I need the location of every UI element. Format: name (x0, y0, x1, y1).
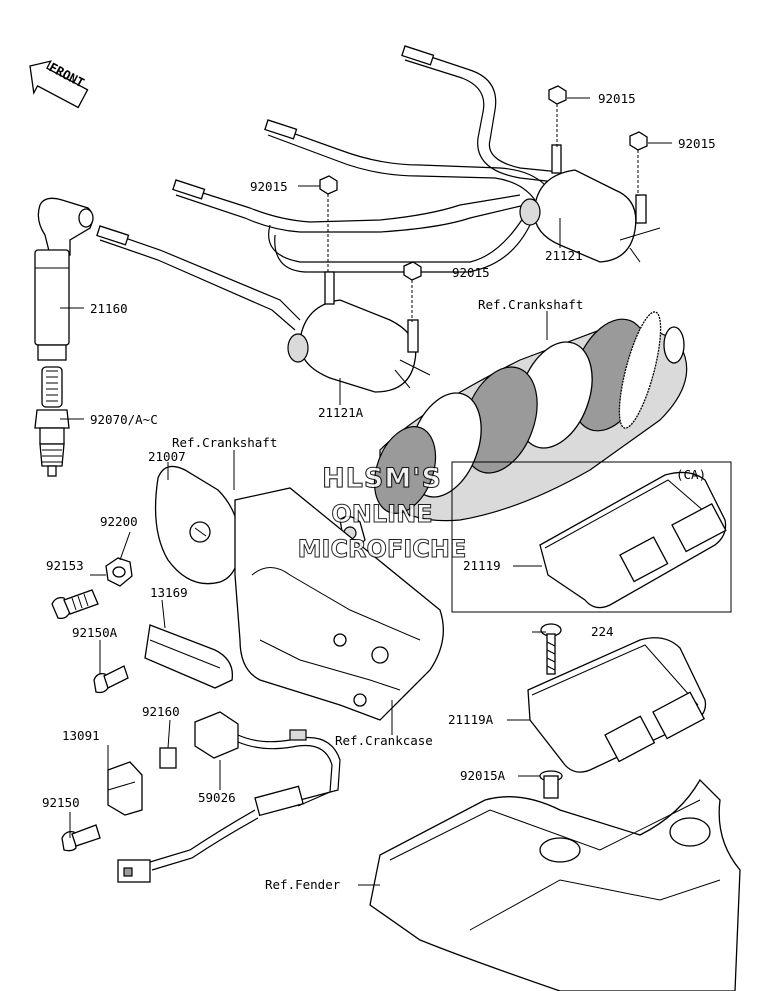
nut-92015-c (319, 175, 338, 274)
label-21121A: 21121A (318, 405, 364, 420)
label-92150: 92150 (42, 795, 80, 810)
bracket-13091 (107, 761, 143, 816)
label-ca: (CA) (676, 467, 706, 482)
watermark-line-3: MICROFICHE (298, 535, 467, 563)
pickup-rotor-21007 (154, 465, 241, 585)
label-21007: 21007 (148, 449, 186, 464)
collar-92015A (539, 770, 563, 799)
label-92150A: 92150A (72, 625, 118, 640)
leader-lines (60, 97, 672, 886)
label-ref-fender: Ref.Fender (265, 877, 341, 892)
label-92070: 92070/A~C (90, 412, 158, 427)
nut-92015-a (548, 85, 567, 148)
label-92015-d: 92015 (452, 265, 490, 280)
watermark: HLSM'S ONLINE MICROFICHE (297, 462, 467, 563)
spark-plug-cap-21160 (34, 197, 94, 361)
label-59026: 59026 (198, 790, 236, 805)
ignition-cables (96, 45, 561, 331)
bolt-92153 (51, 589, 99, 620)
label-92015-c: 92015 (250, 179, 288, 194)
watermark-line-2: ONLINE (331, 500, 432, 528)
ca-variant-frame (451, 461, 732, 613)
label-13091: 13091 (62, 728, 100, 743)
ignition-coil-21121 (519, 144, 661, 263)
label-ref-crankcase: Ref.Crankcase (335, 733, 433, 748)
sensor-59026 (117, 711, 341, 883)
bolt-92150A (93, 665, 129, 694)
label-92015A: 92015A (460, 768, 506, 783)
crankcase-reference (234, 487, 444, 721)
label-224: 224 (591, 624, 614, 639)
washer-92200 (105, 557, 133, 587)
nut-92015-d (403, 261, 422, 322)
spark-plug-92070 (34, 366, 70, 477)
label-21119: 21119 (463, 558, 501, 573)
label-92160: 92160 (142, 704, 180, 719)
ignition-coil-21121A (287, 271, 431, 393)
label-21121: 21121 (545, 248, 583, 263)
label-92200: 92200 (100, 514, 138, 529)
label-92015-b: 92015 (678, 136, 716, 151)
label-21160: 21160 (90, 301, 128, 316)
nut-92015-b (629, 131, 648, 196)
crankshaft-reference (339, 311, 688, 547)
label-ref-crankshaft-2: Ref.Crankshaft (172, 435, 277, 450)
ecu-21119A (527, 637, 707, 773)
part-labels: 92015 92015 92015 92015 21121 21121A 211… (42, 91, 716, 892)
label-92153: 92153 (46, 558, 84, 573)
label-92015-a: 92015 (598, 91, 636, 106)
watermark-line-1: HLSM'S (322, 463, 442, 494)
label-21119A: 21119A (448, 712, 494, 727)
cover-plate-13169 (144, 624, 234, 689)
front-arrow-icon (29, 60, 89, 109)
fender-reference (369, 778, 741, 991)
label-ref-crankshaft-1: Ref.Crankshaft (478, 297, 583, 312)
ecu-21119 (539, 471, 727, 609)
label-13169: 13169 (150, 585, 188, 600)
clip-92160 (159, 747, 177, 769)
bolt-92150 (61, 824, 101, 852)
screw-224 (540, 623, 562, 675)
